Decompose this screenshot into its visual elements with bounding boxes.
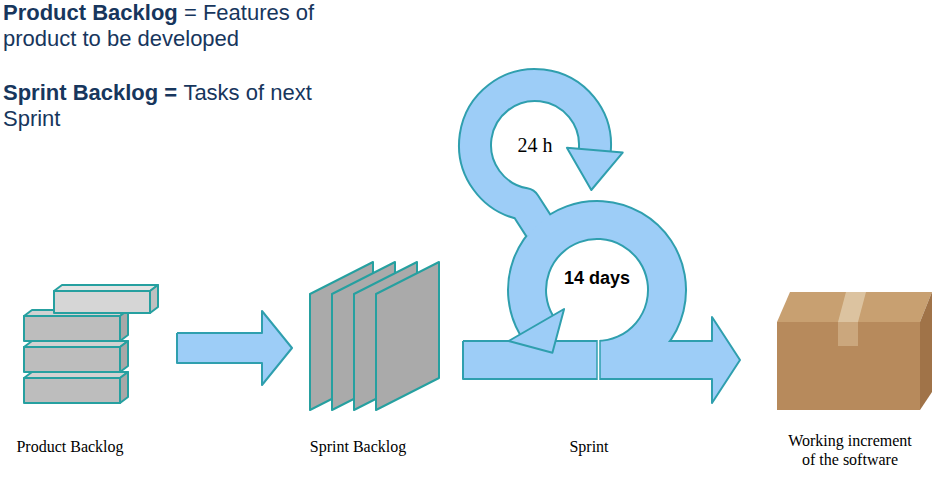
block-arrow (463, 341, 500, 379)
sprint-node: 24 h 14 daysSprint (500, 70, 700, 460)
sprint-cycle (475, 85, 700, 382)
arrow-body (177, 311, 292, 385)
backlog-box (24, 316, 120, 341)
box-front (777, 322, 920, 410)
backlog-box-side (120, 372, 128, 403)
arrow-outline (463, 341, 500, 379)
backlog-box-side (120, 341, 128, 372)
box-side (920, 292, 932, 410)
node-caption: Product Backlog (16, 437, 123, 456)
backlog-box (24, 347, 120, 372)
daily-loop-head (567, 148, 623, 190)
daily-cycle-label: 24 h (518, 134, 553, 157)
loop-gap-edge (599, 340, 601, 380)
increment-node: Working increment of the software (770, 280, 935, 470)
block-arrow (177, 311, 292, 385)
backlog-node: Product Backlog (8, 278, 163, 460)
task-sheet (376, 262, 439, 410)
definition-paragraph: Sprint Backlog =Tasks of next Sprint (3, 80, 358, 132)
loop-gap (597, 338, 600, 382)
backlog-box (54, 291, 150, 313)
term: Product Backlog (3, 0, 178, 25)
arrow-body (463, 341, 500, 379)
definition-paragraph: Product Backlog= Features of product to … (3, 0, 358, 52)
backlog-box-side (120, 310, 128, 341)
loop-gap-edge (596, 340, 598, 380)
box-tape (838, 322, 858, 346)
sprint-length-label: 14 days (564, 268, 630, 289)
box-tape (838, 292, 866, 322)
definition-notes: Product Backlog= Features of product to … (3, 0, 358, 132)
exit-shaft (600, 342, 700, 378)
node-caption: Working increment of the software (785, 431, 915, 469)
sprint-loop-head (509, 309, 564, 353)
backlog-box-side (150, 285, 158, 313)
arrow-body (700, 317, 740, 403)
arrow-outline (177, 311, 292, 385)
block-arrow (700, 317, 740, 403)
term: Sprint Backlog = (3, 80, 177, 105)
node-caption: Sprint Backlog (310, 437, 406, 456)
exit-shaft-outline (600, 340, 700, 380)
shipping-box (777, 292, 932, 410)
box-top (777, 292, 932, 322)
product-backlog-stack (24, 285, 158, 403)
node-caption: Sprint (569, 437, 608, 456)
sprint-backlog-node: Sprint Backlog (300, 255, 448, 460)
backlog-box-top (54, 285, 158, 291)
backlog-box (24, 378, 120, 403)
arrow-outline (700, 317, 740, 403)
sprint-backlog-sheets (310, 262, 439, 410)
